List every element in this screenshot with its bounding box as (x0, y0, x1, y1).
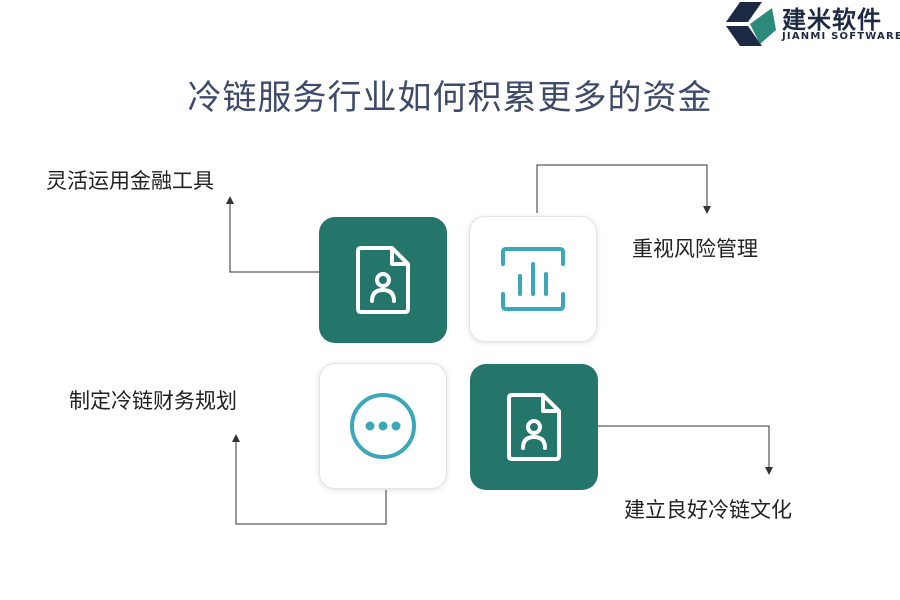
brand-name-en: JIANMI SOFTWARE (782, 31, 900, 42)
label-item-3: 制定冷链财务规划 (69, 389, 237, 413)
brand-logo: 建米软件 JIANMI SOFTWARE (726, 0, 900, 46)
card-item-1 (319, 217, 447, 343)
card-item-3 (319, 363, 447, 489)
label-item-4: 建立良好冷链文化 (624, 498, 792, 522)
connector-4 (597, 425, 770, 468)
chart-bars-icon (501, 247, 565, 311)
user-document-icon (356, 246, 410, 314)
more-dots-icon (350, 393, 416, 459)
connector-1 (229, 200, 319, 273)
brand-logo-icon (726, 2, 776, 46)
connector-3 (235, 440, 387, 525)
label-item-2: 重视风险管理 (632, 237, 758, 261)
card-item-4 (470, 364, 598, 490)
user-document-icon (507, 393, 561, 461)
brand-name-cn: 建米软件 (782, 6, 882, 34)
card-item-2 (469, 216, 597, 342)
connector-2 (536, 164, 708, 213)
label-item-1: 灵活运用金融工具 (46, 169, 214, 193)
page-title: 冷链服务行业如何积累更多的资金 (187, 78, 713, 118)
